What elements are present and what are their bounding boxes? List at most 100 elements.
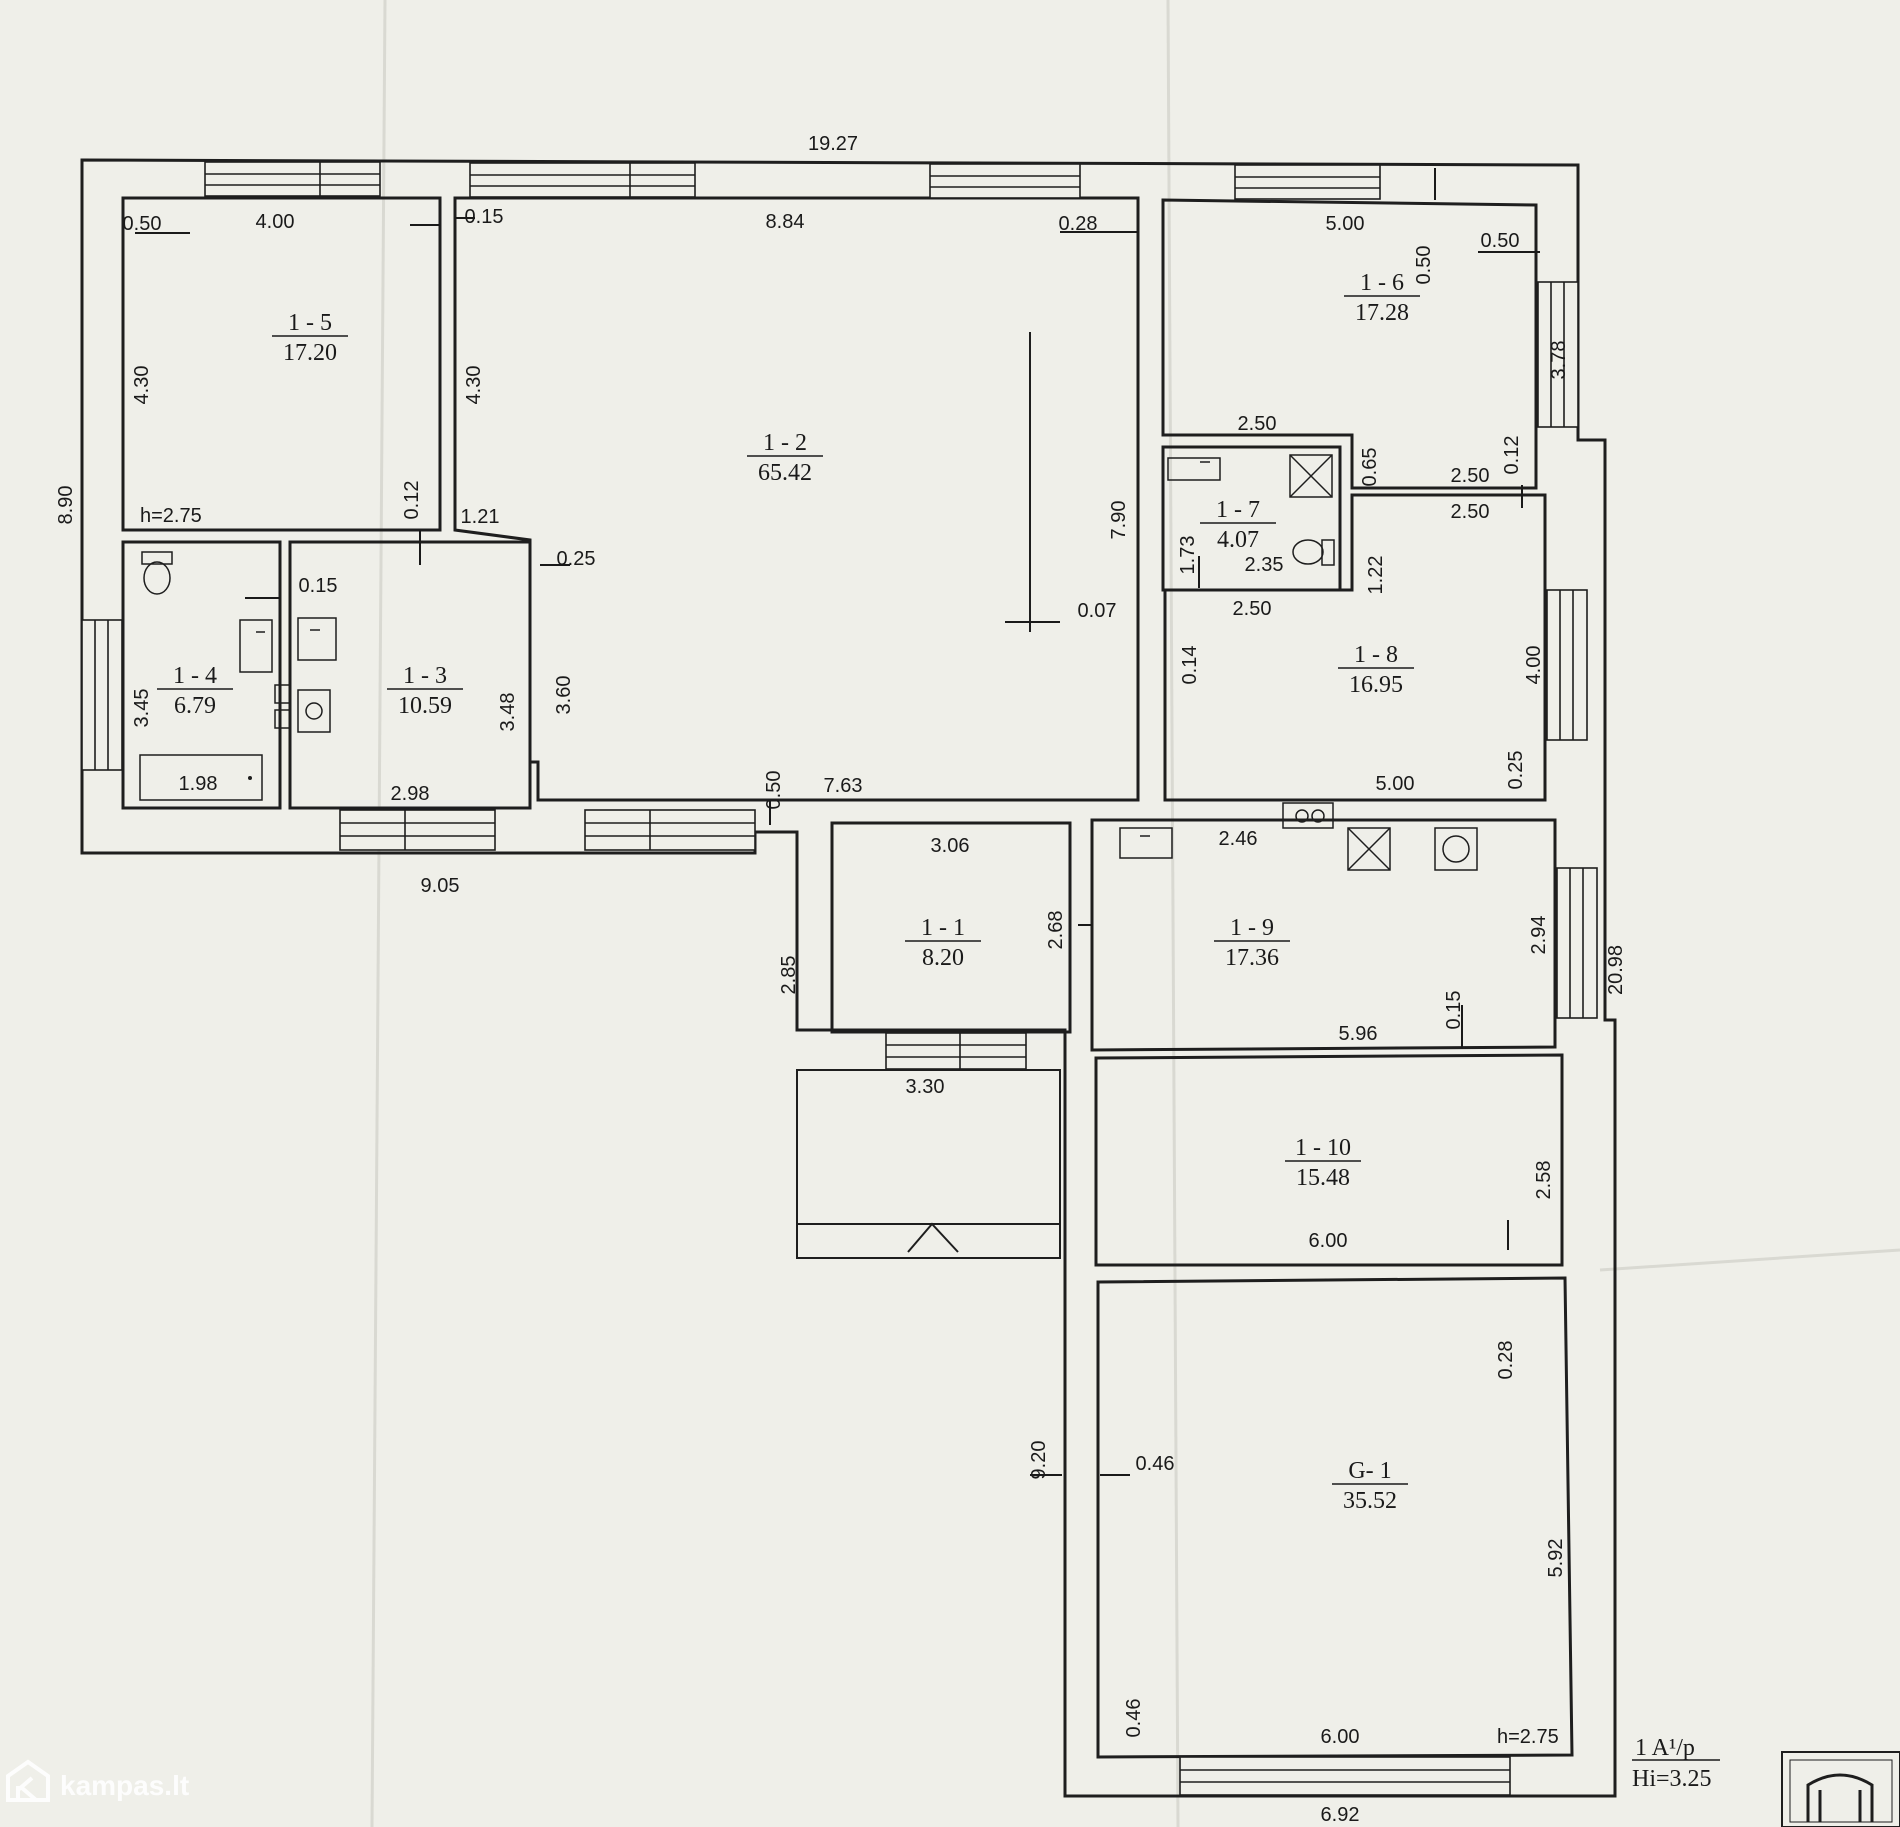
room-area: 65.42 bbox=[758, 460, 812, 486]
dimension-label: 8.84 bbox=[766, 211, 805, 233]
dimension-label: 2.50 bbox=[1233, 598, 1272, 620]
dimension-label: 0.15 bbox=[1443, 991, 1465, 1030]
room-id: 1 - 10 bbox=[1295, 1135, 1351, 1161]
dimension-label: 0.46 bbox=[1123, 1699, 1145, 1738]
fixtures bbox=[139, 454, 1478, 871]
window-right-1 bbox=[1537, 281, 1579, 428]
boiler-icon bbox=[274, 684, 291, 729]
washing-machine-icon bbox=[297, 689, 331, 733]
dimension-label: 2.50 bbox=[1238, 413, 1277, 435]
room-label: 1 - 4 6.79 bbox=[157, 663, 233, 719]
room-label: 1 - 265.42 bbox=[747, 430, 823, 486]
room-id: 1 - 7 bbox=[1216, 497, 1260, 523]
window-bottom-2 bbox=[584, 809, 756, 851]
dimension-label: 1.98 bbox=[179, 773, 218, 795]
watermark: kampas.lt bbox=[6, 1759, 189, 1802]
dimension-label: 20.98 bbox=[1605, 945, 1627, 995]
dimension-label: 7.90 bbox=[1108, 501, 1130, 540]
dimension-label: 3.45 bbox=[131, 689, 153, 728]
sink-icon-2 bbox=[297, 617, 337, 661]
dimension-label: 2.58 bbox=[1533, 1161, 1555, 1200]
room-area: 17.20 bbox=[283, 340, 337, 366]
dimension-label: 6.00 bbox=[1309, 1230, 1348, 1252]
room-area: 16.95 bbox=[1349, 672, 1403, 698]
room-area: 17.28 bbox=[1355, 300, 1409, 326]
window-top-1 bbox=[204, 161, 381, 197]
dimension-label: 1.22 bbox=[1365, 556, 1387, 595]
room-label: 1 - 10 15.48 bbox=[1285, 1135, 1361, 1191]
shower-icon bbox=[1289, 454, 1333, 498]
room-label: 1 - 74.07 bbox=[1200, 497, 1276, 553]
dimension-label: 3.60 bbox=[553, 676, 575, 715]
dimension-label: 5.92 bbox=[1545, 1539, 1567, 1578]
ceiling-height-label: h=2.75 bbox=[1497, 1726, 1559, 1748]
dimension-label: 2.35 bbox=[1245, 554, 1284, 576]
dimension-label: 0.46 bbox=[1136, 1453, 1175, 1475]
dimension-label: 0.65 bbox=[1359, 448, 1381, 487]
dimension-label: 6.00 bbox=[1321, 1726, 1360, 1748]
room-id: 1 - 9 bbox=[1230, 915, 1274, 941]
room-area: 10.59 bbox=[398, 693, 452, 719]
dimension-label: 0.25 bbox=[557, 548, 596, 570]
dimension-label: 1.21 bbox=[461, 506, 500, 528]
dimension-label: 0.14 bbox=[1179, 646, 1201, 685]
dimension-label: 4.00 bbox=[1523, 646, 1545, 685]
dimension-label: 4.30 bbox=[131, 366, 153, 405]
toilet-icon bbox=[141, 551, 173, 595]
sink-icon-3 bbox=[1167, 457, 1221, 481]
dimension-label: 2.46 bbox=[1219, 828, 1258, 850]
dimension-label: 3.06 bbox=[931, 835, 970, 857]
dimension-label: 3.30 bbox=[906, 1076, 945, 1098]
dimension-label: 0.07 bbox=[1078, 600, 1117, 622]
room-id: 1 - 1 bbox=[921, 915, 965, 941]
window-porch bbox=[885, 1032, 1027, 1070]
watermark-text: kampas.lt bbox=[60, 1770, 189, 1801]
room-area: 8.20 bbox=[922, 945, 964, 971]
dimension-label: 5.96 bbox=[1339, 1023, 1378, 1045]
dimension-label: 2.98 bbox=[391, 783, 430, 805]
room-id: 1 - 4 bbox=[173, 663, 217, 689]
room-label: G- 135.52 bbox=[1332, 1458, 1408, 1514]
dimension-label: 5.00 bbox=[1376, 773, 1415, 795]
room-area: 17.36 bbox=[1225, 945, 1279, 971]
oven-icon bbox=[1434, 827, 1478, 871]
sink-icon bbox=[239, 619, 273, 673]
room-label: 1 - 3 10.59 bbox=[387, 663, 463, 719]
window-top-3 bbox=[929, 163, 1081, 199]
dimension-label: 0.50 bbox=[123, 213, 162, 235]
window-top-2 bbox=[469, 162, 696, 198]
stove-icon bbox=[1282, 802, 1334, 829]
room-label: 1 - 9 17.36 bbox=[1214, 915, 1290, 971]
dimension-label: 8.90 bbox=[55, 486, 77, 525]
hob-icon bbox=[1347, 827, 1391, 871]
room-id: 1 - 3 bbox=[403, 663, 447, 689]
room-id: 1 - 5 bbox=[288, 310, 332, 336]
room-area: 15.48 bbox=[1296, 1165, 1350, 1191]
corner-emblem bbox=[1781, 1751, 1900, 1827]
dimension-label: 9.20 bbox=[1028, 1441, 1050, 1480]
dimension-label: 19.27 bbox=[808, 133, 858, 155]
title-stamp: 1 A¹/p Hi=3.25 bbox=[1632, 1735, 1720, 1792]
window-right-2 bbox=[1546, 589, 1588, 741]
dimension-label: 3.48 bbox=[497, 693, 519, 732]
window-right-3 bbox=[1556, 867, 1598, 1019]
dimension-label: 0.12 bbox=[401, 481, 423, 520]
stamp-line-1: 1 A¹/p bbox=[1635, 1735, 1695, 1761]
kitchen-sink-icon bbox=[1119, 827, 1173, 859]
room-labels: 1 - 517.201 - 265.421 - 617.281 - 74.071… bbox=[157, 270, 1420, 1514]
dimension-label: 0.12 bbox=[1501, 436, 1523, 475]
ceiling-height-label: h=2.75 bbox=[140, 505, 202, 527]
room-id: 1 - 6 bbox=[1360, 270, 1404, 296]
room-area: 6.79 bbox=[174, 693, 216, 719]
room-label: 1 - 5 17.20 bbox=[272, 310, 348, 366]
window-left-1 bbox=[81, 619, 123, 771]
dimension-label: 0.15 bbox=[299, 575, 338, 597]
room-area: 35.52 bbox=[1343, 1488, 1397, 1514]
dimension-label: 5.00 bbox=[1326, 213, 1365, 235]
dimension-ticks bbox=[135, 168, 1540, 1476]
dimension-label: 3.78 bbox=[1548, 341, 1570, 380]
bathtub-icon bbox=[139, 754, 263, 801]
windows bbox=[81, 161, 1598, 1796]
